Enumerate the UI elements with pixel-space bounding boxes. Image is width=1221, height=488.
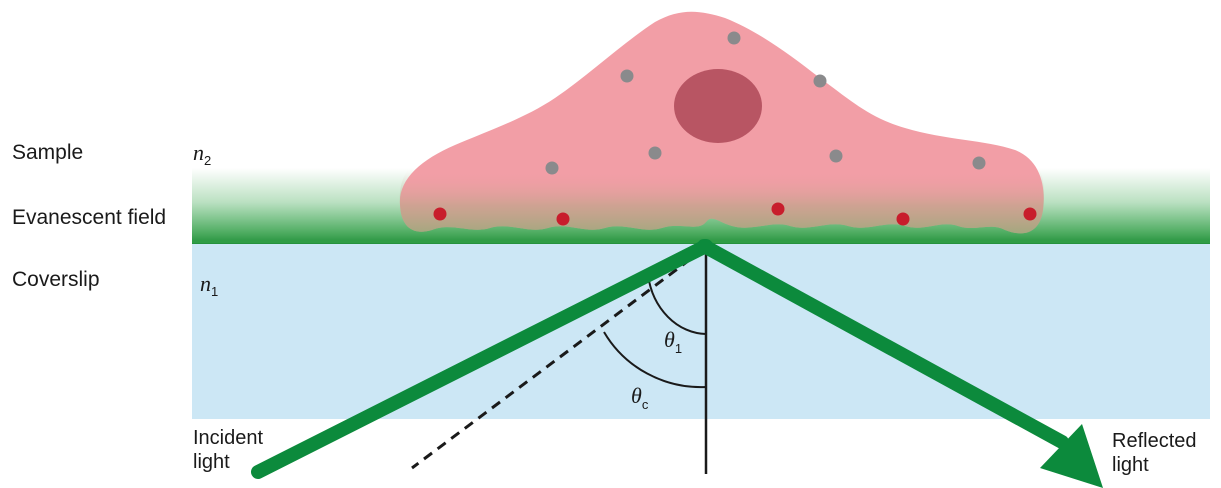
red-granule xyxy=(556,212,570,226)
incident-light-line2: light xyxy=(193,451,230,473)
grey-granule xyxy=(727,31,741,45)
grey-granules xyxy=(545,31,986,175)
incident-beam xyxy=(251,239,713,479)
red-granule xyxy=(896,212,910,226)
grey-granule xyxy=(972,156,986,170)
coverslip-index-symbol: n xyxy=(200,271,211,296)
reflected-light-line2: light xyxy=(1112,454,1149,476)
nucleus-icon xyxy=(674,69,762,143)
thetac-label: θc xyxy=(631,384,648,417)
reflected-arrowhead-icon xyxy=(1040,424,1103,488)
grey-granule xyxy=(829,149,843,163)
reflected-beam xyxy=(697,239,1069,449)
reflected-light-line1: Reflected xyxy=(1112,430,1197,452)
coverslip-refractive-index: n1 xyxy=(200,272,218,304)
theta1-symbol: θ xyxy=(664,327,675,352)
critical-angle-line xyxy=(411,247,705,470)
evanescent-field-label: Evanescent field xyxy=(12,206,167,229)
grey-granule xyxy=(648,146,662,160)
grey-granule xyxy=(545,161,559,175)
red-granule xyxy=(771,202,785,216)
incident-light-line1: Incident xyxy=(193,427,264,449)
coverslip-layer xyxy=(192,241,1210,419)
sample-label: Sample xyxy=(12,141,84,164)
sample-refractive-index: n2 xyxy=(193,141,211,173)
reflected-light-label: Reflected light xyxy=(1112,429,1197,477)
sample-index-sub: 2 xyxy=(204,153,212,168)
red-granules xyxy=(433,202,1037,226)
coverslip-index-sub: 1 xyxy=(211,284,219,299)
red-granule xyxy=(1023,207,1037,221)
theta1-arc xyxy=(647,274,707,335)
sample-index-symbol: n xyxy=(193,140,204,165)
theta1-label: θ1 xyxy=(664,328,682,361)
thetac-symbol: θ xyxy=(631,383,642,408)
coverslip-label: Coverslip xyxy=(12,268,100,291)
red-granule xyxy=(433,207,447,221)
theta1-sub: 1 xyxy=(674,341,683,356)
incident-light-label: Incident light xyxy=(193,426,263,474)
grey-granule xyxy=(620,69,634,83)
thetac-sub: c xyxy=(641,397,649,412)
grey-granule xyxy=(813,74,827,88)
thetac-arc xyxy=(603,331,707,389)
